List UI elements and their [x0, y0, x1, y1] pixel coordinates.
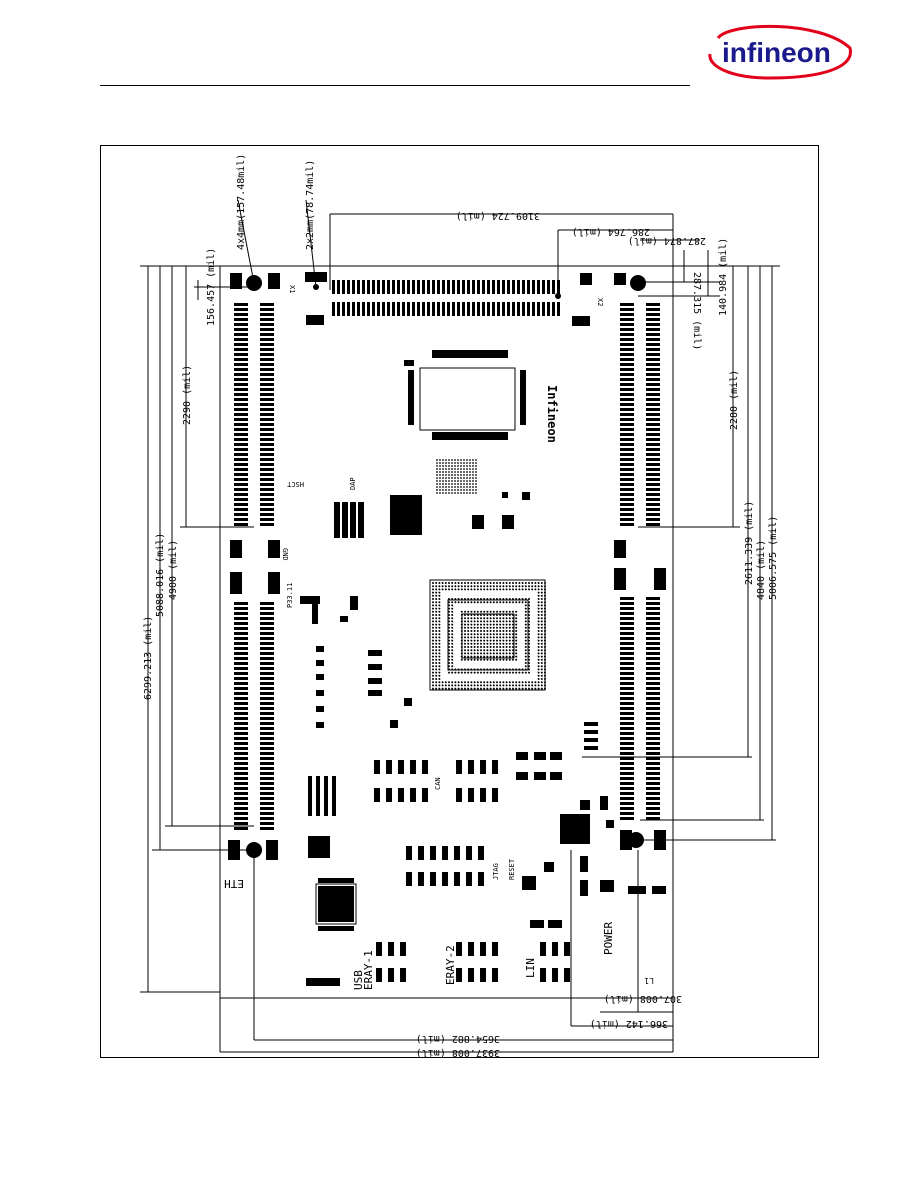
dim-left-6299: 6299.213 (mil)	[143, 616, 154, 700]
infineon-logo: infineon	[708, 24, 852, 80]
dim-width-3109: 3109.724 (mil)	[456, 210, 540, 221]
bga-footprint	[432, 582, 546, 690]
dim-hole-y-right: 140.984 (mil)	[718, 238, 729, 316]
logo-swoosh	[708, 24, 852, 80]
dim-right-5006: 5006.575 (mil)	[768, 516, 779, 600]
board-outline	[219, 265, 674, 999]
dim-hole-x: 286.764 (mil)	[572, 226, 650, 237]
dim-right-2280: 2280 (mil)	[729, 370, 740, 430]
label-reset: RESET	[508, 858, 516, 880]
dim-left-4900: 4900 (mil)	[168, 540, 179, 600]
label-lin: LIN	[524, 958, 537, 978]
mounting-hole-bl	[246, 842, 262, 858]
drawing-frame	[100, 145, 819, 1058]
bga-small-footprint	[436, 459, 477, 494]
label-eth: ETH	[224, 877, 244, 890]
label-power: POWER	[602, 922, 615, 955]
label-usb: USB	[352, 970, 365, 990]
dim-bottom-3937: 3937.008 (mil)	[416, 1047, 500, 1058]
label-p33: P33.11	[286, 583, 294, 608]
label-gnd: GND	[281, 548, 289, 561]
label-eray2: ERAY-2	[444, 945, 457, 985]
dim-bottom-3654: 3654.882 (mil)	[416, 1033, 500, 1044]
label-x2: X2	[596, 298, 604, 306]
logo-text: infineon	[722, 37, 831, 68]
dim-right-2611: 2611.339 (mil)	[744, 501, 755, 585]
label-hsct: HSCT	[286, 480, 304, 488]
label-jtag: JTAG	[492, 863, 500, 880]
mounting-hole-tl	[246, 275, 262, 291]
dim-left-5088: 5088.016 (mil)	[155, 533, 166, 617]
dim-left-2290: 2290 (mil)	[182, 365, 193, 425]
dim-hole-y: 156.457 (mil)	[206, 248, 217, 326]
label-can: CAN	[434, 777, 442, 790]
label-dap: DAP	[349, 477, 357, 490]
dim-right-4840: 4840 (mil)	[756, 540, 767, 600]
connector-pads	[234, 280, 660, 982]
dim-bottom-366: 366.142 (mil)	[590, 1018, 668, 1029]
mounting-hole-tr	[630, 275, 646, 291]
dim-hole-4x4: 4x4mm(157.48mil)	[236, 154, 247, 250]
dim-bottom-307: 307.008 (mil)	[604, 993, 682, 1004]
label-l1: L1	[644, 976, 654, 985]
label-eray1: ERAY-1	[362, 950, 375, 990]
dim-edge-287: 287.874 (mil)	[628, 235, 706, 246]
dim-hole-2x2: 2x2mm(78.74mil)	[305, 160, 316, 250]
board-logo-text: Infineon	[545, 385, 559, 443]
label-x1: X1	[288, 285, 296, 293]
dim-edge-287b: 287.315 (mil)	[691, 272, 702, 350]
header-rule	[100, 85, 690, 86]
